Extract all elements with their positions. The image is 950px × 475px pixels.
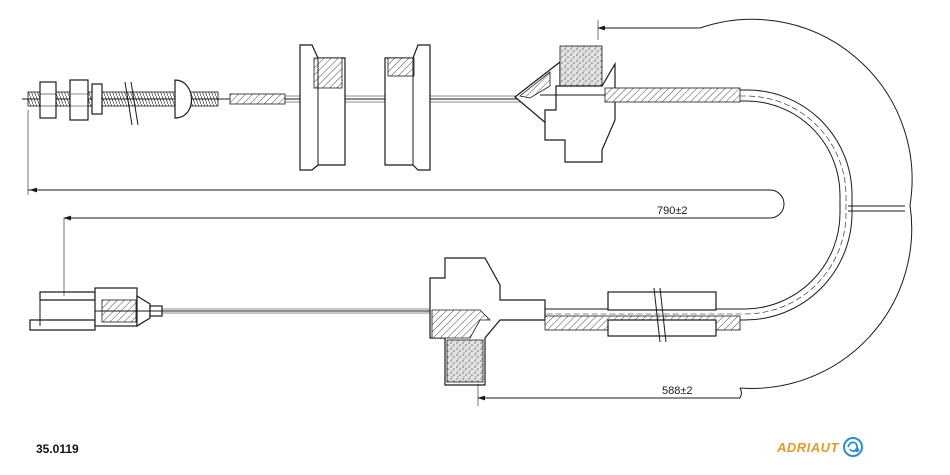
lower-length-label: 588±2: [662, 385, 693, 397]
brand-logo: ADRIAUT: [777, 436, 865, 458]
cable-sheath-loop: [490, 18, 913, 389]
lower-length-dimension: [477, 384, 742, 406]
upper-sheath-end-fitting: [514, 45, 741, 163]
part-number: 35.0119: [36, 442, 79, 456]
cable-loop-logo-icon: [843, 437, 863, 457]
lower-sheath-end-fitting: [429, 257, 741, 386]
upper-grommet-right: [384, 44, 431, 171]
lower-clevis-end: [29, 287, 430, 331]
upper-grommet-left: [299, 44, 346, 171]
upper-threaded-end: [22, 79, 560, 126]
upper-length-dimension: [27, 20, 785, 296]
upper-length-label: 790±2: [657, 205, 688, 217]
brand-name: ADRIAUT: [777, 439, 839, 455]
